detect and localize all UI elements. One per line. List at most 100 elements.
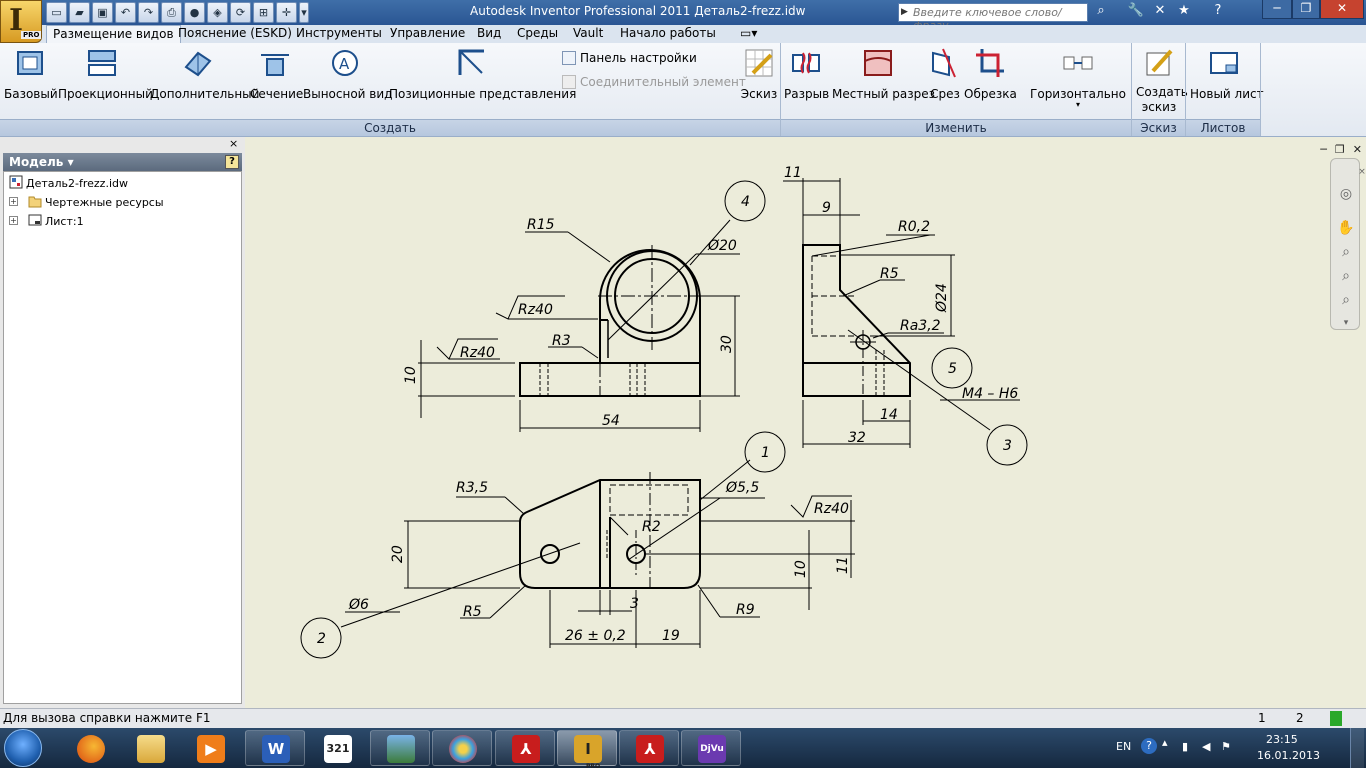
search-expand-icon[interactable]: ▶: [901, 7, 908, 17]
doc-close-icon[interactable]: ✕: [1352, 143, 1362, 156]
color-icon[interactable]: ●: [184, 2, 205, 23]
expand-icon[interactable]: +: [9, 197, 18, 206]
browser-header[interactable]: Модель ▾ ?: [3, 153, 242, 171]
select-icon[interactable]: ✛: [276, 2, 297, 23]
new-sheet-button[interactable]: Новый лист: [1190, 47, 1264, 101]
network-icon[interactable]: ▮: [1182, 740, 1189, 753]
zoom-icon[interactable]: ⊞: [253, 2, 274, 23]
horizontal-button[interactable]: Горизонтально ▾: [1030, 47, 1126, 109]
save-icon[interactable]: ▣: [92, 2, 113, 23]
communication-icon[interactable]: ✕: [1154, 3, 1166, 18]
zoom-window-icon[interactable]: ⌕: [1342, 268, 1350, 284]
connector-button: Соединительный элемент: [562, 75, 746, 89]
tab-vault[interactable]: Vault: [573, 26, 604, 40]
tree-node-sheet[interactable]: Лист:1: [28, 213, 84, 228]
break-out-button[interactable]: Местный разрез: [832, 47, 935, 101]
material-icon[interactable]: ◈: [207, 2, 228, 23]
binoculars-icon[interactable]: ⌕: [1097, 3, 1105, 18]
taskbar-pdf[interactable]: ⅄: [495, 730, 555, 766]
ribbon-options-icon[interactable]: ▭▾: [740, 26, 758, 40]
redo-icon[interactable]: ↷: [138, 2, 159, 23]
steering-wheel-icon[interactable]: ◎: [1339, 186, 1353, 202]
clock-date[interactable]: 16.01.2013: [1257, 749, 1320, 762]
browser-close-icon[interactable]: ×: [229, 137, 239, 150]
tab-environments[interactable]: Среды: [517, 26, 559, 40]
flag-icon[interactable]: ⚑: [1221, 740, 1231, 753]
status-count-1: 1: [1258, 711, 1266, 725]
taskbar-photos[interactable]: [370, 730, 430, 766]
taskbar-pdf-2[interactable]: ⅄: [619, 730, 679, 766]
language-indicator[interactable]: EN: [1116, 740, 1132, 753]
zoom-all-icon[interactable]: ⌕: [1342, 292, 1350, 308]
close-button[interactable]: ✕: [1320, 0, 1364, 19]
taskbar-firefox[interactable]: [60, 730, 120, 766]
print-icon[interactable]: ⎙: [161, 2, 182, 23]
help-icon[interactable]: ?: [1214, 3, 1222, 18]
taskbar-media[interactable]: ▶: [180, 730, 240, 766]
help-tray-icon[interactable]: ?: [1141, 738, 1157, 754]
tab-get-started[interactable]: Начало работы: [620, 26, 716, 40]
tray-arrow-icon[interactable]: ▴: [1162, 736, 1168, 749]
doc-restore-icon[interactable]: ❐: [1334, 143, 1345, 156]
help-search-input[interactable]: ▶ Введите ключевое слово/фразу: [898, 3, 1088, 32]
positional-representations-button[interactable]: Позиционные представления: [389, 47, 576, 101]
projected-view-button[interactable]: Проекционный: [58, 47, 153, 101]
taskbar-djvu[interactable]: DjVu: [681, 730, 741, 766]
taskbar-explorer[interactable]: [120, 730, 180, 766]
show-desktop-button[interactable]: [1350, 728, 1364, 768]
tree-node-drawing[interactable]: Деталь2-frezz.idw: [9, 175, 128, 190]
plan-view[interactable]: R3,5 Ø5,5 R2 Rz40 20 10 11 Ø6 R5 3 R9 26…: [300, 431, 855, 659]
break-button[interactable]: Разрыв: [784, 47, 829, 101]
expand-icon[interactable]: +: [9, 216, 18, 225]
tab-manage[interactable]: Управление: [390, 26, 466, 40]
side-view[interactable]: 11 9 R0,2 R5 Ø24 Ra3,2 M4 – H6 14 32 5 3: [783, 165, 1028, 466]
favorites-icon[interactable]: ★: [1178, 3, 1190, 18]
clock-time[interactable]: 23:15: [1266, 733, 1298, 746]
horizontal-dropdown-icon[interactable]: ▾: [1075, 100, 1080, 109]
zoom-icon[interactable]: ⌕: [1342, 244, 1350, 260]
navbar-menu-icon[interactable]: ▾: [1343, 318, 1349, 328]
browser-help-icon[interactable]: ?: [225, 155, 239, 169]
crop-button[interactable]: Обрезка: [964, 47, 1017, 101]
tab-view[interactable]: Вид: [477, 26, 502, 40]
section-view-button[interactable]: Сечение: [250, 47, 303, 101]
doc-minimize-icon[interactable]: ─: [1320, 143, 1327, 156]
subscription-icon[interactable]: 🔧: [1127, 3, 1145, 18]
sketch-button[interactable]: Эскиз: [740, 47, 778, 101]
detail-view-button[interactable]: A Выносной вид: [303, 47, 392, 101]
minimize-button[interactable]: ─: [1262, 0, 1292, 19]
front-view[interactable]: R15 Ø20 Rz40 Rz40 R3 30 10 54 4: [403, 180, 766, 432]
new-icon[interactable]: ▭: [46, 2, 67, 23]
label-20: 20: [390, 545, 406, 563]
tab-placement[interactable]: Размещение видов: [46, 25, 181, 43]
tab-annotate[interactable]: Пояснение (ESKD): [178, 26, 292, 40]
volume-icon[interactable]: ◀: [1202, 740, 1211, 753]
application-menu-button[interactable]: I PRO: [0, 0, 42, 43]
pan-icon[interactable]: ✋: [1337, 220, 1355, 236]
pro-badge: PRO: [21, 31, 42, 39]
taskbar-word[interactable]: W: [245, 730, 305, 766]
update-icon[interactable]: ⟳: [230, 2, 251, 23]
overlay-panel-button[interactable]: Панель настройки: [562, 51, 697, 65]
folder-icon: [137, 735, 165, 763]
qat-dropdown-icon[interactable]: ▾: [299, 2, 309, 23]
auxiliary-view-button[interactable]: Дополнительный: [150, 47, 259, 101]
taskbar-calendar[interactable]: 321: [307, 730, 367, 766]
undo-icon[interactable]: ↶: [115, 2, 136, 23]
taskbar-paint[interactable]: [432, 730, 492, 766]
drawing-canvas[interactable]: ─ ❐ ✕ × ◎ ✋ ⌕ ⌕ ⌕ ▾: [245, 137, 1366, 708]
open-icon[interactable]: ▰: [69, 2, 90, 23]
chevron-down-icon[interactable]: ▾: [67, 155, 74, 169]
base-view-button[interactable]: Базовый: [4, 47, 58, 101]
navbar-close-icon[interactable]: ×: [1358, 167, 1366, 177]
tree-node-drafting-resources[interactable]: Чертежные ресурсы: [28, 194, 164, 209]
slice-button[interactable]: Срез: [928, 47, 962, 101]
maximize-button[interactable]: ❐: [1292, 0, 1320, 19]
label-11: 11: [784, 165, 802, 181]
start-button[interactable]: [4, 729, 42, 767]
tab-tools[interactable]: Инструменты: [296, 26, 382, 40]
pdf-icon: ⅄: [512, 735, 540, 763]
